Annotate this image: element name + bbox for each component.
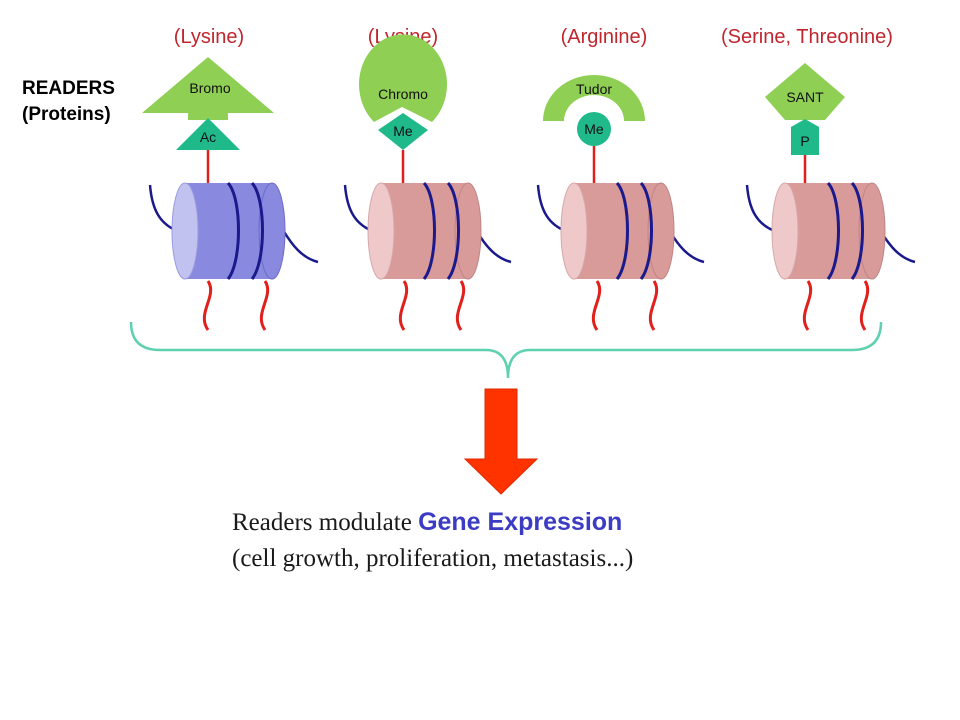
dna-wrap — [422, 181, 436, 280]
dna-wrap — [850, 181, 864, 280]
amino-acid-label-4: (Serine, Threonine) — [721, 26, 893, 48]
me-mark-shape — [577, 112, 611, 146]
ac-mark-shape — [176, 118, 240, 150]
histone-cylinder-end — [454, 182, 482, 280]
caption-prefix: Readers modulate — [232, 509, 419, 536]
histone-cylinder-end — [258, 182, 286, 280]
p-mark-label: P — [800, 133, 809, 149]
bromo-domain-label: Bromo — [189, 80, 230, 96]
histone-tail — [648, 280, 659, 331]
histone-tail — [591, 280, 602, 331]
histone-cylinder-face — [560, 182, 588, 280]
bromo-domain-shape — [142, 57, 274, 120]
amino-acid-label-1: (Lysine) — [173, 26, 245, 48]
sant-domain-label: SANT — [786, 89, 824, 105]
reader-group-tudor: Tudor Me — [543, 75, 645, 183]
dna-wrap — [446, 181, 460, 280]
dna-wrap — [226, 181, 240, 280]
down-arrow — [463, 388, 539, 495]
ac-mark-label: Ac — [200, 129, 216, 145]
dna-wrap — [615, 181, 629, 280]
chromo-domain-shape — [359, 34, 447, 123]
histone-tail — [859, 280, 870, 331]
caption: Readers modulate Gene Expression (cell g… — [232, 504, 633, 577]
histone-tail — [455, 280, 466, 331]
p-mark-shape — [791, 119, 819, 155]
caption-line-2: (cell growth, proliferation, metastasis.… — [232, 545, 634, 572]
dna-wrap — [639, 181, 653, 280]
histone-tail — [259, 280, 270, 331]
me-mark-label: Me — [393, 123, 413, 139]
tudor-domain-label: Tudor — [576, 81, 612, 97]
gene-expression-highlight: Gene Expression — [418, 508, 623, 536]
histone-cylinder-face — [171, 182, 199, 280]
nucleosome-1 — [148, 181, 319, 331]
reader-group-chromo: Chromo Me — [359, 34, 447, 183]
tudor-domain-shape — [543, 75, 645, 121]
amino-acid-label-3: (Arginine) — [560, 26, 648, 48]
readers-subtitle: (Proteins) — [22, 104, 111, 125]
nucleosome-2 — [343, 181, 512, 331]
histone-cylinder-end — [858, 182, 886, 280]
reader-group-sant: SANT P — [765, 63, 845, 183]
readers-label: READERS (Proteins) — [22, 76, 115, 128]
me-mark-shape — [378, 113, 428, 150]
nucleosome-3 — [536, 181, 705, 331]
me-mark-label: Me — [584, 121, 604, 137]
dna-wrap — [250, 181, 264, 280]
histone-cylinder-face — [367, 182, 395, 280]
reader-group-bromo: Bromo Ac — [142, 57, 274, 183]
sant-domain-shape — [765, 63, 845, 120]
chromo-domain-label: Chromo — [378, 86, 428, 102]
histone-tail — [398, 280, 409, 331]
dna-strand-right — [281, 229, 319, 264]
histone-tail — [802, 280, 813, 331]
grouping-brace — [129, 321, 883, 379]
histone-tail — [202, 280, 213, 331]
readers-title: READERS — [22, 78, 115, 99]
nucleosome-4 — [745, 181, 916, 331]
caption-line-1: Readers modulate Gene Expression — [232, 504, 633, 541]
dna-wrap — [826, 181, 840, 280]
histone-cylinder-face — [771, 182, 799, 280]
histone-cylinder-end — [647, 182, 675, 280]
